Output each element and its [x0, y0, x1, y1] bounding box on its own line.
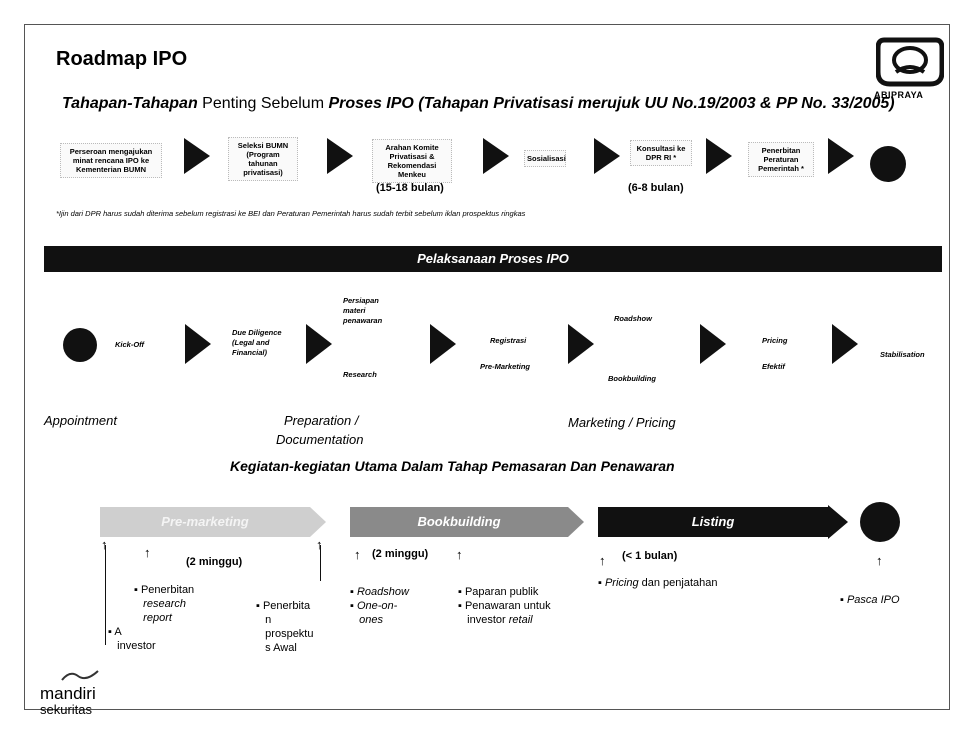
bullet-text: research — [143, 598, 186, 610]
circle-icon — [870, 146, 906, 182]
bullet-text: s Awal — [265, 642, 297, 654]
subtitle-b: Penting Sebelum — [197, 95, 329, 112]
phase-preparation: Preparation / — [284, 413, 359, 428]
efektif-label: Efektif — [762, 362, 785, 371]
premarketing-bar: Pre-marketing — [100, 507, 310, 537]
bullet-text: Paparan publik — [464, 586, 539, 598]
subtitle-a: Tahapan-Tahapan — [62, 95, 198, 112]
mandiri-wave-icon — [60, 668, 100, 687]
footnote: *Ijin dari DPR harus sudah diterima sebe… — [56, 209, 526, 218]
duration-bookbuilding: (2 minggu) — [372, 548, 429, 560]
process-banner: Pelaksanaan Proses IPO — [44, 246, 942, 272]
due-diligence-label: Due Diligence (Legal and Financial) — [232, 328, 282, 357]
step-4: Sosialisasi — [524, 150, 566, 167]
bullet-text: Roadshow — [356, 586, 409, 598]
up-arrow-icon: ↑ — [876, 553, 883, 568]
up-arrow-icon: ↑ — [144, 545, 151, 560]
up-arrow-icon: ↑ — [456, 547, 463, 562]
page-frame — [24, 24, 950, 710]
arrow-icon — [700, 324, 726, 364]
bullet-text: One-on- — [356, 600, 398, 612]
bookbuilding-bar: Bookbuilding — [350, 507, 568, 537]
step-2: Seleksi BUMN (Program tahunan privatisas… — [228, 137, 298, 181]
bullet-text: investor — [117, 640, 156, 652]
arrow-icon — [184, 138, 210, 174]
logo-text: ABIPRAYA — [874, 90, 924, 100]
bullet-text: Pasca IPO — [846, 594, 900, 606]
arrow-head-icon — [568, 507, 584, 537]
abipraya-logo-icon — [875, 36, 945, 88]
bullet-pricing: ▪ Pricing dan penjatahan — [598, 577, 718, 589]
bullet-investor: ▪ A investor — [108, 626, 156, 652]
roadshow-label: Roadshow — [614, 314, 652, 323]
arrow-head-icon — [828, 505, 848, 539]
step-1: Perseroan mengajukan minat rencana IPO k… — [60, 143, 162, 178]
arrow-icon — [706, 138, 732, 174]
bullet-text: Penerbitan — [140, 584, 195, 596]
circle-icon — [860, 502, 900, 542]
arrow-line — [320, 545, 321, 581]
up-arrow-icon: ↑ — [599, 553, 606, 568]
bullet-roadshow: ▪ Roadshow ▪ One-on- ones — [350, 586, 409, 626]
bookbuilding-label: Bookbuilding — [608, 374, 656, 383]
arrow-icon — [306, 324, 332, 364]
bullet-text: investor — [467, 614, 506, 626]
phase-documentation: Documentation — [276, 432, 364, 447]
duration-6-8: (6-8 bulan) — [628, 182, 684, 194]
step-5: Konsultasi ke DPR RI * — [630, 140, 692, 166]
phase-appointment: Appointment — [44, 413, 117, 428]
bullet-text: n — [265, 614, 272, 626]
bullet-text: report — [143, 612, 172, 624]
arrow-icon — [832, 324, 858, 364]
up-arrow-icon: ↑ — [354, 547, 361, 562]
step-6: Penerbitan Peraturan Pemerintah * — [748, 142, 814, 177]
arrow-icon — [327, 138, 353, 174]
duration-listing: (< 1 bulan) — [622, 550, 678, 562]
arrow-icon — [430, 324, 456, 364]
up-arrow-icon: ↑ — [101, 537, 108, 552]
arrow-icon — [594, 138, 620, 174]
arrow-head-icon — [310, 507, 326, 537]
kickoff-label: Kick-Off — [115, 340, 145, 349]
up-arrow-icon: ↑ — [316, 537, 323, 552]
arrow-icon — [828, 138, 854, 174]
bullet-text: Pricing — [604, 577, 639, 589]
premarketing-label: Pre-Marketing — [480, 362, 531, 371]
bullet-prospektus: ▪ Penerbita n prospektu s Awal — [256, 600, 314, 654]
section-title: Kegiatan-kegiatan Utama Dalam Tahap Pema… — [230, 458, 675, 474]
bullet-research-report: ▪ Penerbitan research report — [134, 584, 195, 624]
duration-premarketing: (2 minggu) — [186, 556, 243, 568]
stabilisation-label: Stabilisation — [880, 350, 925, 359]
bullet-pasca-ipo: ▪ Pasca IPO — [840, 594, 900, 606]
research-label: Research — [343, 370, 377, 379]
arrow-icon — [483, 138, 509, 174]
footer-brand: mandiri — [40, 684, 96, 703]
bullet-paparan: ▪ Paparan publik ▪ Penawaran untuk inves… — [458, 586, 551, 626]
arrow-icon — [185, 324, 211, 364]
registrasi-label: Registrasi — [490, 336, 527, 345]
bullet-text: prospektu — [265, 628, 314, 640]
listing-bar: Listing — [598, 507, 828, 537]
arrow-icon — [568, 324, 594, 364]
step-3: Arahan Komite Privatisasi & Rekomendasi … — [372, 139, 452, 183]
persiapan-label: Persiapan materi penawaran — [343, 296, 383, 325]
bullet-text: A — [114, 626, 122, 638]
page-title: Roadmap IPO — [56, 48, 188, 70]
bullet-text: dan penjatahan — [638, 577, 718, 589]
bullet-text: ones — [359, 614, 384, 626]
pricing-label: Pricing — [762, 336, 788, 345]
subtitle: Tahapan-Tahapan Penting Sebelum Proses I… — [62, 95, 895, 113]
bullet-text: Penerbita — [262, 600, 311, 612]
footer-sub: sekuritas — [40, 702, 93, 717]
bullet-text: retail — [508, 614, 533, 626]
bullet-text: Penawaran untuk — [464, 600, 551, 612]
phase-marketing: Marketing / Pricing — [568, 415, 676, 430]
arrow-line — [105, 545, 106, 645]
duration-15-18: (15-18 bulan) — [376, 182, 444, 194]
circle-icon — [63, 328, 97, 362]
subtitle-c: Proses IPO (Tahapan Privatisasi merujuk … — [328, 95, 895, 112]
